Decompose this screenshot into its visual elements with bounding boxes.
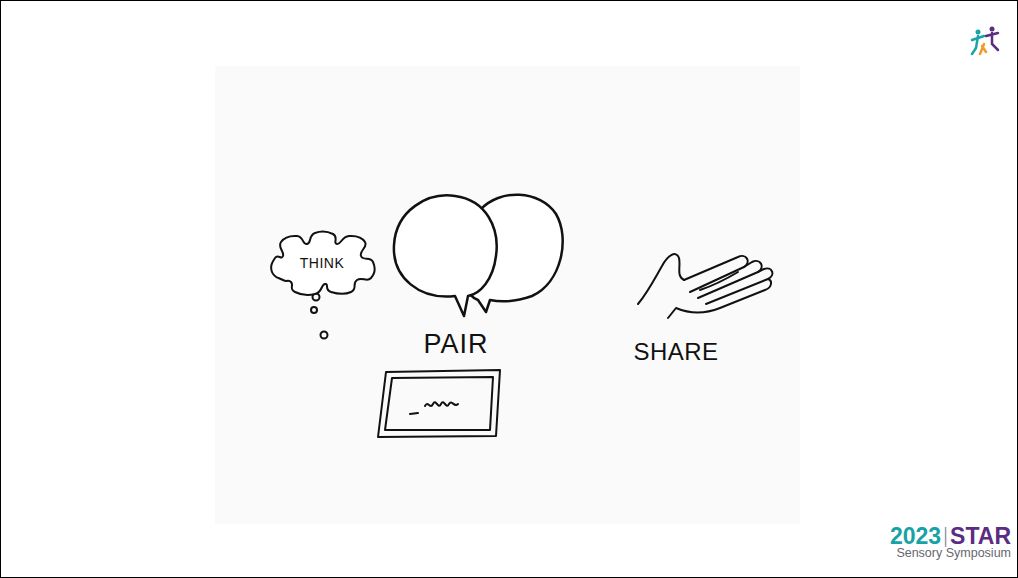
logo-word: STAR <box>950 524 1011 549</box>
speech-bubbles <box>394 195 563 316</box>
sketch-ground <box>215 66 800 524</box>
logo-icon <box>972 27 998 55</box>
cloud-text: THINK <box>269 255 375 271</box>
logo-divider <box>945 527 947 547</box>
logo-year: 2023 <box>890 524 941 549</box>
thought-dots <box>311 294 328 339</box>
thought-cloud: THINK <box>269 232 375 294</box>
sketch-label: PAIR <box>423 330 488 360</box>
logo-subtitle: Sensory Symposium <box>896 547 1011 561</box>
sketch-label: SHARE <box>633 339 718 365</box>
tablet-icon <box>378 370 500 437</box>
hand-icon <box>638 254 772 318</box>
logo-divider <box>945 527 946 547</box>
